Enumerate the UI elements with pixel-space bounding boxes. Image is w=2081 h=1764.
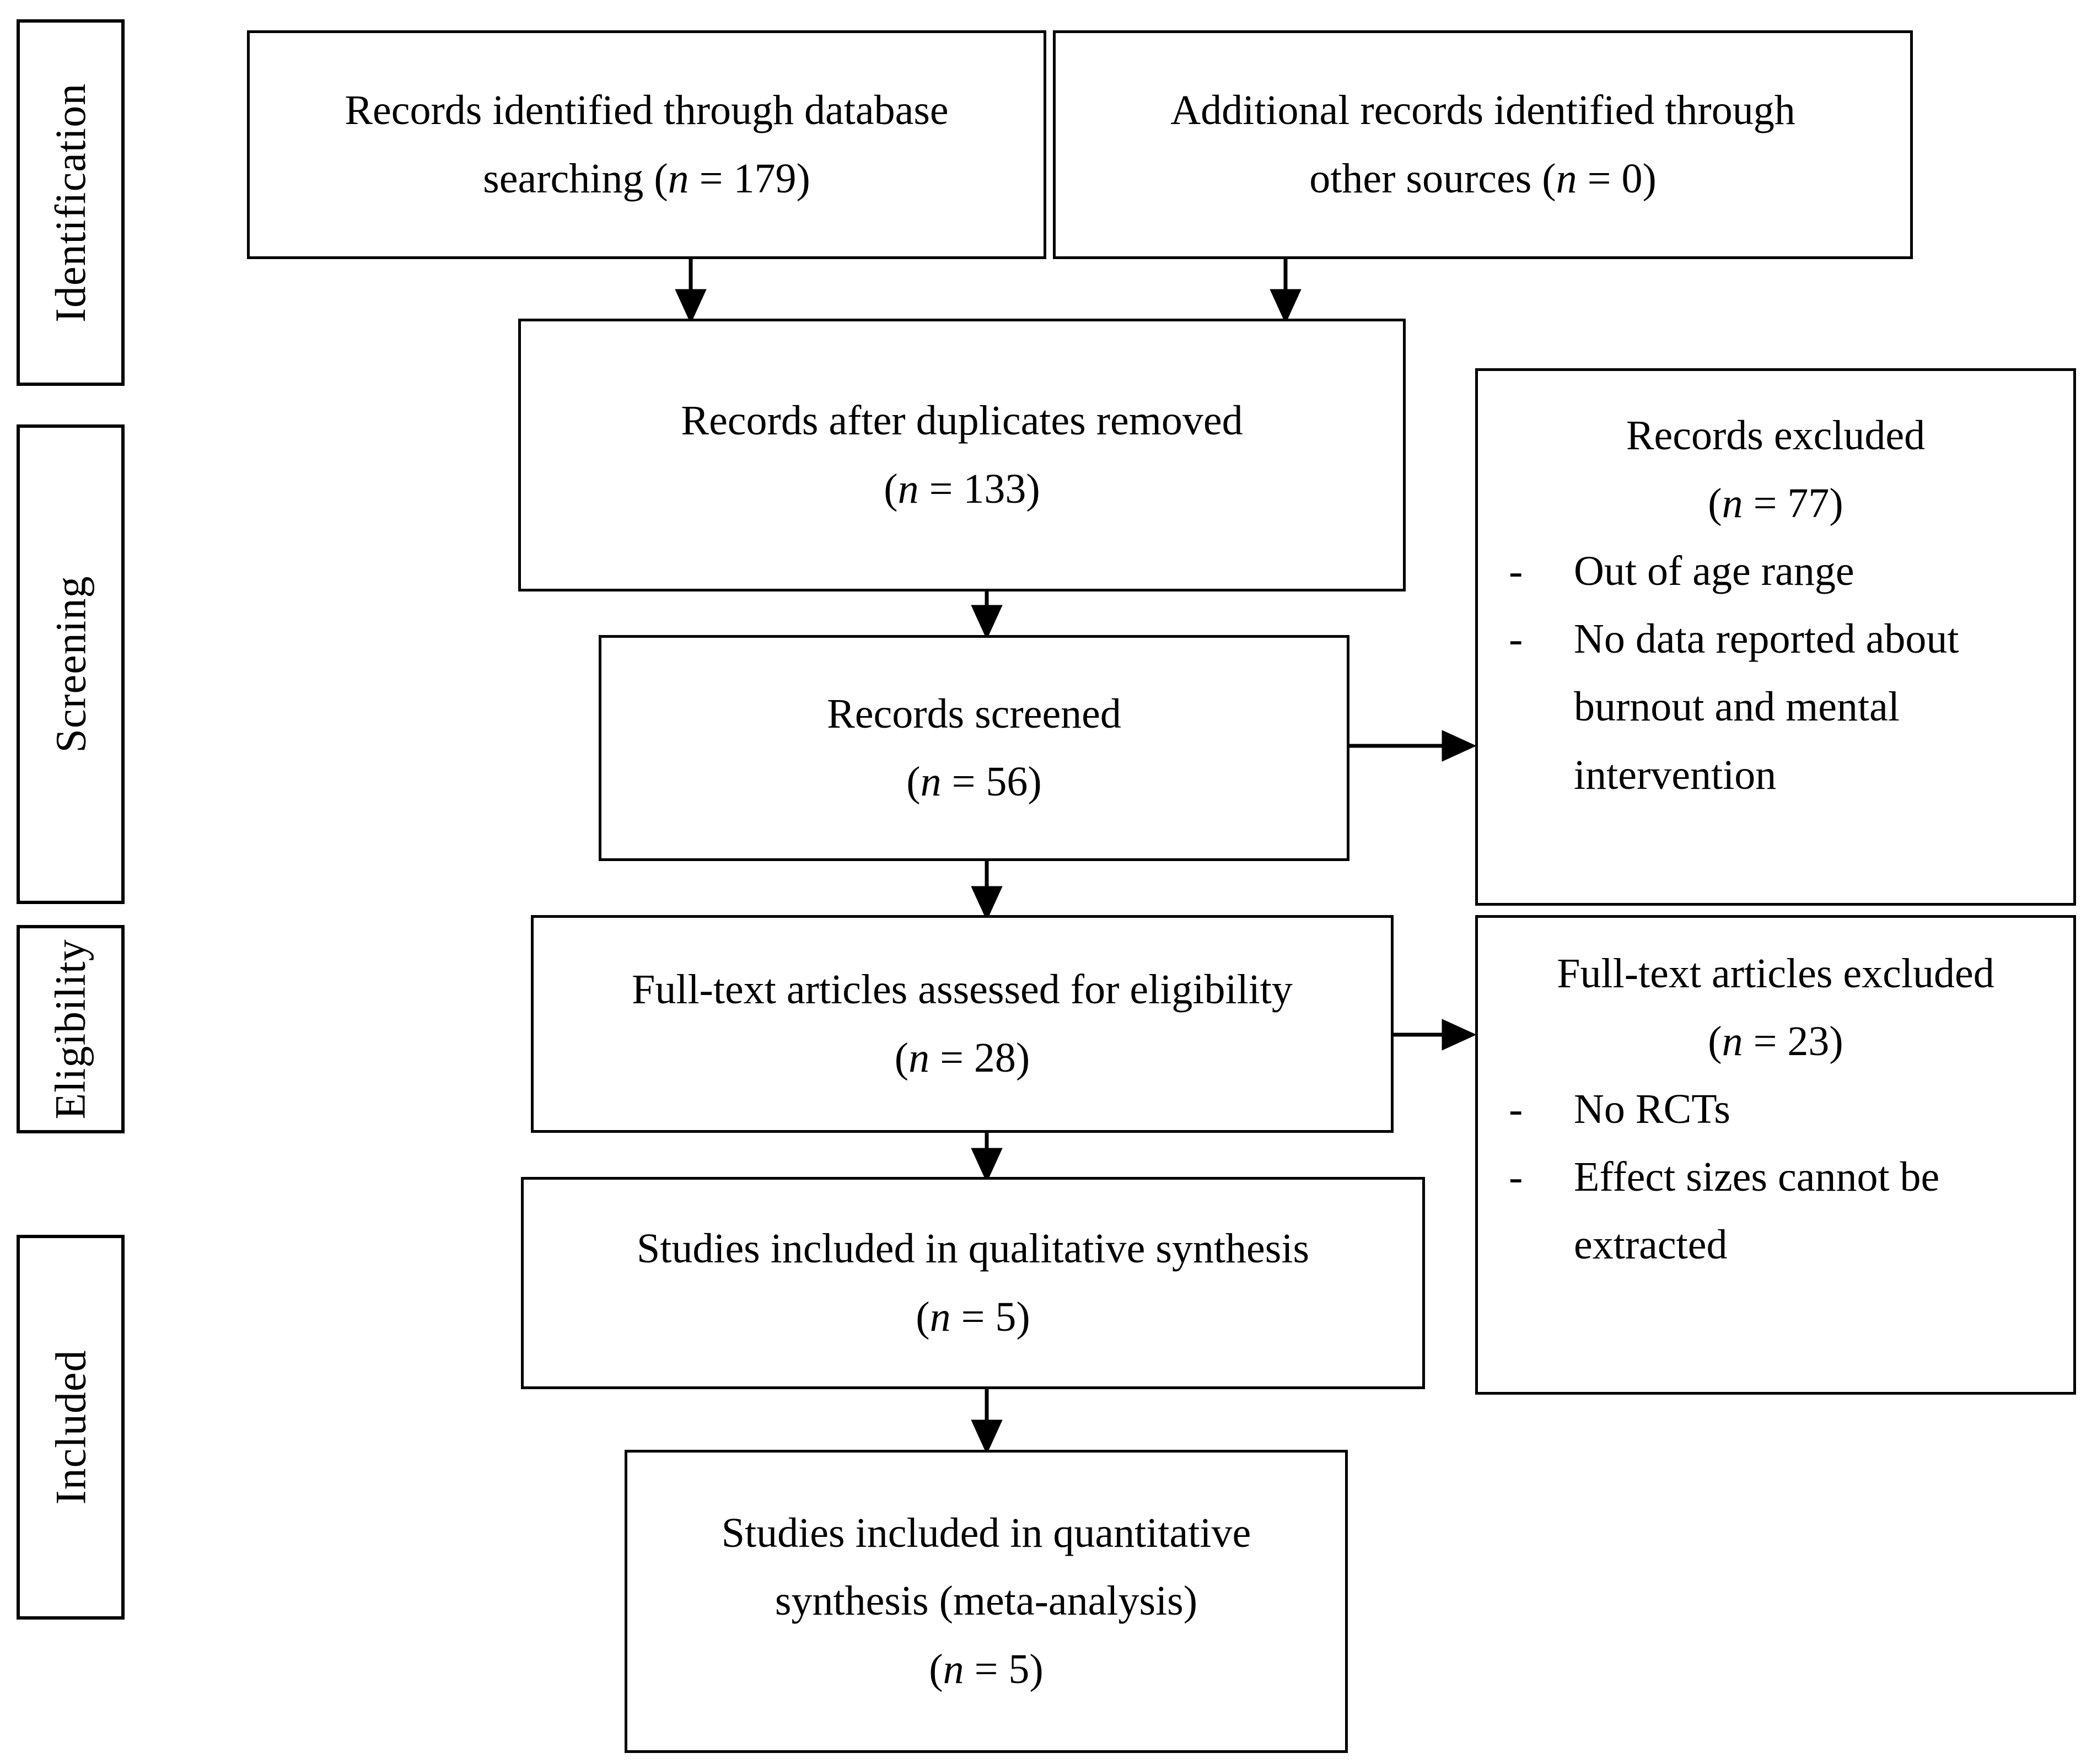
other-sources-line2: other sources (n = 0) xyxy=(1309,145,1657,213)
stage-label-eligibility: Eligibility xyxy=(46,939,94,1120)
screened-line1: Records screened xyxy=(827,690,1121,737)
duplicates-n-symbol: n xyxy=(897,465,919,512)
records-excluded-count-value: = 77) xyxy=(1743,480,1843,527)
records-excluded-count: (n = 77) xyxy=(1478,470,2073,537)
quantitative-paren-open: ( xyxy=(929,1645,943,1692)
other-sources-count: = 0) xyxy=(1577,155,1657,202)
records-excluded-reason-1: Out of age range xyxy=(1574,548,1854,595)
bullet-dash-icon: - xyxy=(1509,548,1523,595)
screened-line2: (n = 56) xyxy=(906,748,1041,816)
records-excluded-reason-item: - No data reported about burnout and men… xyxy=(1509,605,2073,809)
db-search-label: searching ( xyxy=(483,155,668,202)
screened-count: = 56) xyxy=(941,759,1042,805)
other-sources-n-symbol: n xyxy=(1556,155,1577,202)
duplicates-line2: (n = 133) xyxy=(884,455,1040,523)
records-excluded-n-symbol: n xyxy=(1722,480,1743,527)
records-excluded-reason-list: - Out of age range - No data reported ab… xyxy=(1478,537,2073,809)
quantitative-n-symbol: n xyxy=(943,1645,964,1692)
db-search-n-symbol: n xyxy=(668,155,689,202)
fulltext-excluded-count-wrap: (n = 23) xyxy=(1478,1008,2073,1075)
qualitative-line1: Studies included in qualitative synthesi… xyxy=(636,1225,1310,1272)
box-studies-qualitative-synthesis: Studies included in qualitative synthesi… xyxy=(521,1177,1425,1389)
box-fulltext-articles-assessed: Full-text articles assessed for eligibil… xyxy=(531,915,1394,1133)
records-excluded-paren-open: ( xyxy=(1708,480,1722,527)
box-records-excluded: Records excluded (n = 77) - Out of age r… xyxy=(1475,368,2076,906)
stage-box-eligibility: Eligibility xyxy=(17,925,125,1133)
fulltext-excluded-n-symbol: n xyxy=(1722,1018,1743,1065)
screened-n-symbol: n xyxy=(920,759,942,805)
box-records-after-duplicates-removed: Records after duplicates removed (n = 13… xyxy=(518,319,1406,591)
fulltext-assessed-line1: Full-text articles assessed for eligibil… xyxy=(632,966,1293,1013)
fulltext-excluded-reason-2: Effect sizes cannot be extracted xyxy=(1574,1154,1940,1268)
bullet-dash-icon: - xyxy=(1509,616,1523,663)
fulltext-assessed-count: = 28) xyxy=(929,1034,1030,1081)
quantitative-count: = 5) xyxy=(964,1645,1044,1692)
records-excluded-reason-item: - Out of age range xyxy=(1509,537,2073,605)
box-fulltext-articles-excluded: Full-text articles excluded (n = 23) - N… xyxy=(1475,915,2076,1395)
qualitative-n-symbol: n xyxy=(929,1293,951,1340)
fulltext-assessed-n-symbol: n xyxy=(908,1034,930,1081)
records-excluded-heading: Records excluded xyxy=(1626,412,1926,459)
stage-label-included: Included xyxy=(46,1349,95,1505)
duplicates-paren-open: ( xyxy=(884,465,898,512)
db-search-line2: searching (n = 179) xyxy=(483,145,810,213)
qualitative-count: = 5) xyxy=(950,1293,1030,1340)
stage-box-screening: Screening xyxy=(17,424,125,904)
fulltext-excluded-reason-item: - Effect sizes cannot be extracted xyxy=(1509,1143,2073,1279)
records-excluded-reason-2: No data reported about burnout and menta… xyxy=(1574,616,1959,798)
fulltext-excluded-count-value: = 23) xyxy=(1743,1018,1843,1065)
fulltext-assessed-paren-open: ( xyxy=(894,1034,909,1081)
fulltext-excluded-paren-open: ( xyxy=(1708,1018,1722,1065)
records-excluded-heading-wrap: Records excluded xyxy=(1478,402,2073,470)
bullet-dash-icon: - xyxy=(1509,1154,1523,1201)
screened-paren-open: ( xyxy=(906,759,921,805)
fulltext-excluded-heading-wrap: Full-text articles excluded xyxy=(1478,940,2073,1008)
stage-label-screening: Screening xyxy=(46,576,95,753)
records-excluded-count-wrap: (n = 77) xyxy=(1478,470,2073,537)
db-search-count: = 179) xyxy=(689,155,810,202)
quantitative-line1: Studies included in quantitative xyxy=(721,1510,1251,1557)
fulltext-excluded-reason-list: - No RCTs - Effect sizes cannot be extra… xyxy=(1478,1075,2073,1279)
duplicates-count: = 133) xyxy=(918,465,1040,512)
stage-box-included: Included xyxy=(17,1235,125,1620)
box-records-screened: Records screened (n = 56) xyxy=(599,635,1349,861)
fulltext-excluded-count: (n = 23) xyxy=(1478,1008,2073,1075)
duplicates-line1: Records after duplicates removed xyxy=(681,397,1243,444)
quantitative-line3: (n = 5) xyxy=(929,1636,1043,1703)
other-sources-label: other sources ( xyxy=(1309,155,1556,202)
box-studies-quantitative-synthesis: Studies included in quantitative synthes… xyxy=(625,1450,1348,1753)
other-sources-line1: Additional records identified through xyxy=(1170,87,1795,134)
fulltext-excluded-reason-item: - No RCTs xyxy=(1509,1075,2073,1143)
fulltext-excluded-heading: Full-text articles excluded xyxy=(1557,950,1994,997)
bullet-dash-icon: - xyxy=(1509,1086,1523,1133)
quantitative-line2: synthesis (meta-analysis) xyxy=(775,1578,1198,1625)
qualitative-paren-open: ( xyxy=(916,1293,930,1340)
box-additional-records-other-sources: Additional records identified through ot… xyxy=(1053,30,1913,259)
stage-label-identification: Identification xyxy=(46,83,95,322)
stage-box-identification: Identification xyxy=(17,19,125,386)
qualitative-line2: (n = 5) xyxy=(916,1283,1030,1351)
db-search-line1: Records identified through database xyxy=(345,87,949,134)
fulltext-assessed-line2: (n = 28) xyxy=(895,1024,1030,1092)
fulltext-excluded-reason-1: No RCTs xyxy=(1574,1086,1730,1133)
box-records-identified-database: Records identified through database sear… xyxy=(247,30,1046,259)
